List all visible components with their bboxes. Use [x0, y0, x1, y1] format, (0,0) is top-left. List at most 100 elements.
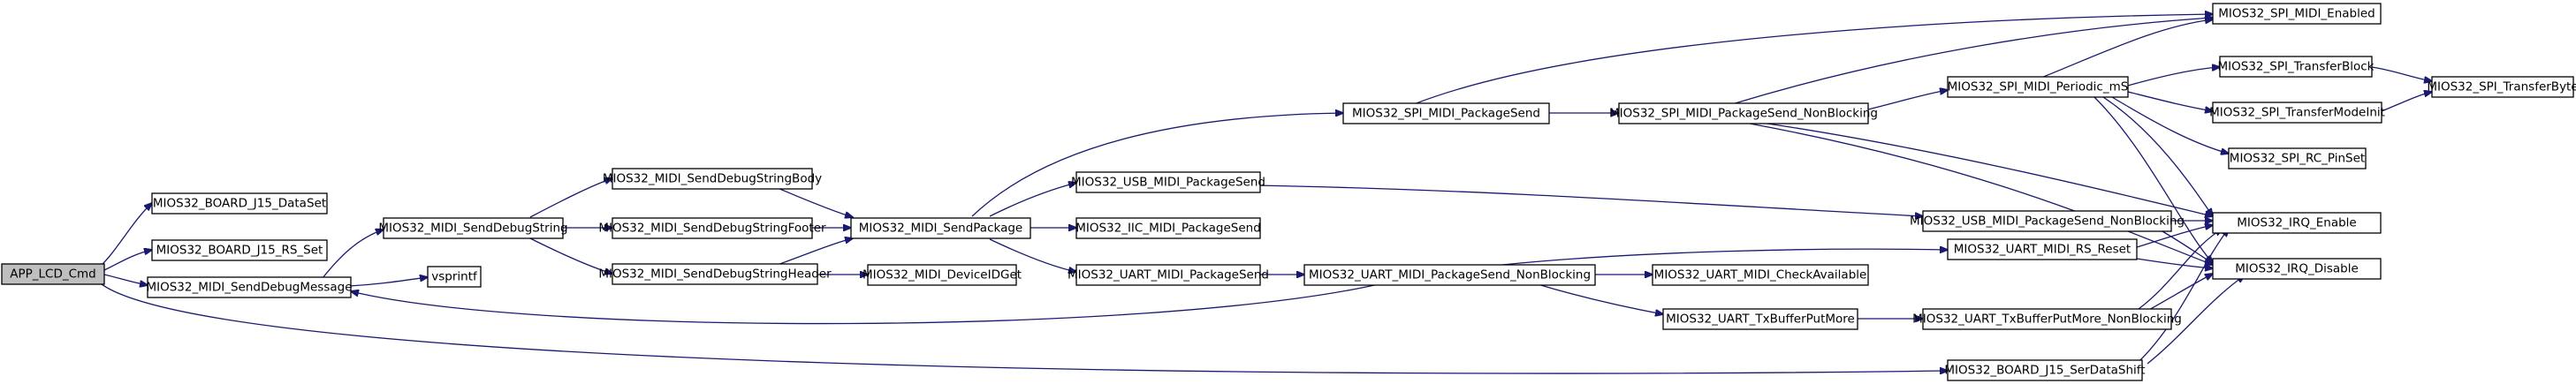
node-label: APP_LCD_Cmd	[10, 267, 96, 282]
node-midi-sendpackage[interactable]: MIOS32_MIDI_SendPackage	[850, 217, 1031, 239]
node-label: MIOS32_IRQ_Disable	[2235, 262, 2359, 276]
edge-spi-packagesend-to-enabled	[1413, 14, 2213, 105]
edge-periodic-to-irq-enable	[2102, 96, 2213, 216]
node-uart-midi-packagesend-nonblocking[interactable]: MIOS32_UART_MIDI_PackageSend_NonBlocking	[1303, 264, 1596, 286]
node-midi-senddebugstringbody[interactable]: MIOS32_MIDI_SendDebugStringBody	[603, 168, 822, 190]
node-label: MIOS32_IIC_MIDI_PackageSend	[1075, 222, 1261, 236]
node-spi-midi-enabled[interactable]: MIOS32_SPI_MIDI_Enabled	[2212, 3, 2382, 25]
node-spi-midi-packagesend[interactable]: MIOS32_SPI_MIDI_PackageSend	[1342, 102, 1550, 124]
node-label: MIOS32_MIDI_SendDebugStringBody	[603, 172, 822, 186]
node-board-j15-serdatashift[interactable]: MIOS32_BOARD_J15_SerDataShift	[1944, 359, 2146, 381]
node-label: MIOS32_SPI_TransferByte	[2427, 80, 2576, 94]
edge-usb-packagesend-to-usb-nb	[1254, 184, 1923, 216]
edge-senddebugmessage-to-vsprintf	[348, 277, 428, 287]
edge-spi-nb-to-irq-enable	[1767, 123, 2213, 216]
edge-periodic-to-rc-pinset	[2111, 96, 2229, 154]
edge-txbuffer-nb-to-irq-enable	[2138, 229, 2223, 310]
node-board-j15-dataset[interactable]: MIOS32_BOARD_J15_DataSet	[151, 192, 328, 215]
edge-transferblock-to-transferbyte	[2371, 66, 2432, 81]
edge-senddebugstring-to-body	[529, 178, 612, 218]
node-label: MIOS32_BOARD_J15_DataSet	[153, 197, 326, 211]
edge-periodic-to-enabled	[2032, 19, 2213, 82]
edge-sendpackage-to-uart-packagesend	[989, 238, 1076, 272]
edge-app-to-j15-dataset	[98, 203, 152, 268]
node-label: MIOS32_SPI_MIDI_PackageSend	[1352, 107, 1540, 121]
edge-spi-nb-to-periodic	[1867, 90, 1948, 110]
node-label: MIOS32_MIDI_SendDebugString	[378, 222, 567, 236]
node-label: MIOS32_MIDI_SendDebugStringFooter	[598, 222, 826, 236]
node-label: MIOS32_UART_MIDI_CheckAvailable	[1654, 268, 1867, 282]
node-label: MIOS32_UART_TxBufferPutMore	[1666, 312, 1855, 327]
edge-transfermodeinit-to-transferbyte	[2381, 92, 2432, 112]
node-uart-midi-checkavailable[interactable]: MIOS32_UART_MIDI_CheckAvailable	[1652, 264, 1869, 286]
node-label: MIOS32_BOARD_J15_SerDataShift	[1944, 364, 2145, 378]
node-app-lcd-cmd[interactable]: APP_LCD_Cmd	[1, 263, 105, 285]
node-label: MIOS32_SPI_RC_PinSet	[2230, 152, 2365, 166]
node-uart-midi-packagesend[interactable]: MIOS32_UART_MIDI_PackageSend	[1068, 264, 1269, 286]
edge-body-to-sendpackage	[777, 187, 853, 217]
edge-periodic-to-transfermodeinit	[2127, 91, 2213, 111]
node-board-j15-rs-set[interactable]: MIOS32_BOARD_J15_RS_Set	[151, 239, 328, 261]
node-midi-senddebugstringheader[interactable]: MIOS32_MIDI_SendDebugStringHeader	[598, 263, 832, 285]
node-label: MIOS32_UART_MIDI_PackageSend	[1068, 268, 1269, 282]
node-label: MIOS32_USB_MIDI_PackageSend_NonBlocking	[1910, 215, 2185, 229]
edge-rs-reset-to-irq-disable	[2136, 258, 2213, 268]
node-uart-midi-rs-reset[interactable]: MIOS32_UART_MIDI_RS_Reset	[1947, 238, 2138, 260]
edge-uart-nb-to-senddebugmessage	[351, 283, 1379, 325]
node-label: MIOS32_UART_MIDI_RS_Reset	[1954, 243, 2131, 257]
node-irq-enable[interactable]: MIOS32_IRQ_Enable	[2212, 212, 2382, 234]
edge-spi-nb-to-enabled	[1731, 18, 2213, 105]
node-uart-txbufferputmore-nonblocking[interactable]: MIOS32_UART_TxBufferPutMore_NonBlocking	[1912, 308, 2182, 330]
node-label: vsprintf	[431, 270, 478, 284]
node-uart-txbufferputmore[interactable]: MIOS32_UART_TxBufferPutMore	[1662, 308, 1858, 330]
edge-sendpackage-to-spi-packagesend	[971, 113, 1343, 217]
edge-serdatashift-to-irq-enable	[2138, 229, 2229, 363]
node-label: MIOS32_MIDI_SendDebugStringHeader	[598, 267, 832, 282]
node-label: MIOS32_IRQ_Enable	[2237, 216, 2356, 230]
edge-periodic-to-transferblock	[2127, 67, 2220, 87]
node-midi-deviceidget[interactable]: MIOS32_MIDI_DeviceIDGet	[862, 264, 1022, 286]
node-spi-transfermodeinit[interactable]: MIOS32_SPI_TransferModeInit	[2209, 102, 2385, 124]
node-usb-midi-packagesend[interactable]: MIOS32_USB_MIDI_PackageSend	[1071, 171, 1265, 193]
edges	[96, 14, 2432, 373]
edge-app-to-serdatashift	[96, 280, 1948, 373]
node-iic-midi-packagesend[interactable]: MIOS32_IIC_MIDI_PackageSend	[1075, 217, 1261, 239]
nodes: APP_LCD_Cmd MIOS32_BOARD_J15_DataSet MIO…	[1, 3, 2576, 381]
node-label: MIOS32_UART_MIDI_PackageSend_NonBlocking	[1309, 268, 1591, 282]
edge-rs-reset-to-irq-enable	[2136, 225, 2213, 248]
edge-app-to-j15-rs-set	[103, 250, 152, 271]
node-label: MIOS32_SPI_TransferModeInit	[2209, 106, 2385, 120]
node-label: MIOS32_SPI_MIDI_Enabled	[2218, 7, 2375, 21]
edge-header-to-sendpackage	[777, 238, 853, 266]
node-spi-transferblock[interactable]: MIOS32_SPI_TransferBlock	[2218, 56, 2375, 78]
node-spi-midi-packagesend-nonblocking[interactable]: MIOS32_SPI_MIDI_PackageSend_NonBlocking	[1609, 102, 1878, 124]
node-midi-senddebugstringfooter[interactable]: MIOS32_MIDI_SendDebugStringFooter	[598, 217, 826, 239]
node-label: MIOS32_USB_MIDI_PackageSend	[1071, 176, 1265, 190]
node-spi-rc-pinset[interactable]: MIOS32_SPI_RC_PinSet	[2228, 147, 2367, 169]
edge-usb-nb-to-irq-disable	[2155, 227, 2213, 263]
node-vsprintf[interactable]: vsprintf	[427, 266, 482, 288]
node-spi-midi-periodic-ms[interactable]: MIOS32_SPI_MIDI_Periodic_mS	[1947, 76, 2129, 98]
edge-uart-nb-to-txbufferputmore	[1537, 283, 1663, 314]
node-label: MIOS32_MIDI_SendPackage	[859, 222, 1022, 236]
node-midi-senddebugstring[interactable]: MIOS32_MIDI_SendDebugString	[378, 217, 568, 239]
edge-sendpackage-to-usb-packagesend	[989, 183, 1076, 217]
edge-spi-nb-to-irq-disable	[1749, 123, 2213, 265]
node-label: MIOS32_UART_TxBufferPutMore_NonBlocking	[1912, 312, 2182, 327]
node-label: MIOS32_SPI_TransferBlock	[2218, 60, 2375, 74]
node-label: MIOS32_MIDI_SendDebugMessage	[146, 281, 352, 295]
node-midi-senddebugmessage[interactable]: MIOS32_MIDI_SendDebugMessage	[146, 276, 353, 298]
edge-senddebugstring-to-header	[529, 237, 612, 274]
node-label: MIOS32_MIDI_DeviceIDGet	[862, 268, 1022, 282]
edge-txbuffer-nb-to-irq-disable	[2147, 274, 2213, 312]
edge-serdatashift-to-irq-disable	[2147, 275, 2245, 365]
node-irq-disable[interactable]: MIOS32_IRQ_Disable	[2212, 258, 2382, 280]
edge-uart-nb-to-rs-reset	[1501, 249, 1948, 266]
node-label: MIOS32_SPI_MIDI_PackageSend_NonBlocking	[1609, 107, 1878, 121]
node-label: MIOS32_BOARD_J15_RS_Set	[156, 244, 323, 258]
node-spi-transferbyte[interactable]: MIOS32_SPI_TransferByte	[2427, 76, 2576, 98]
edge-senddebugmessage-to-senddebugstring	[322, 230, 384, 279]
edge-periodic-to-irq-disable	[2093, 96, 2213, 263]
node-usb-midi-packagesend-nonblocking[interactable]: MIOS32_USB_MIDI_PackageSend_NonBlocking	[1910, 210, 2185, 232]
